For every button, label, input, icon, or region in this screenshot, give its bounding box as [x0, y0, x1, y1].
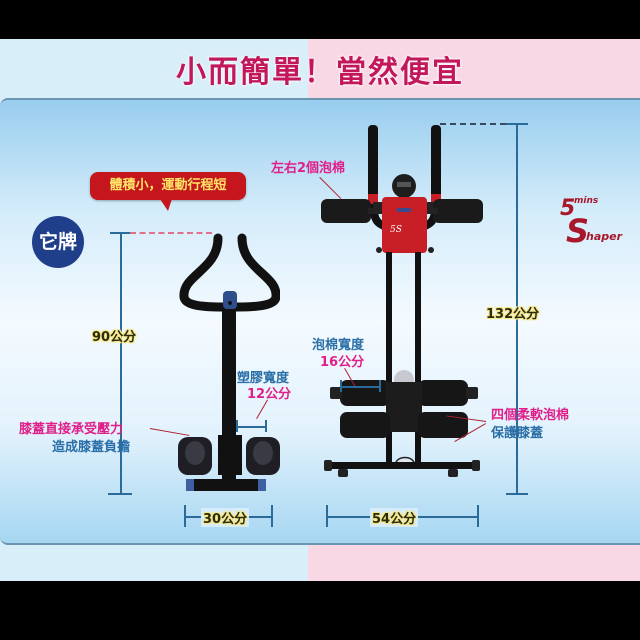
callout-tail [160, 199, 172, 211]
right-height-bottom-tick [506, 493, 528, 495]
right-machine-illustration: 5S [321, 125, 483, 477]
right-feature-line2: 保護膝蓋 [491, 426, 544, 441]
left-height-label: 90公分 [92, 330, 137, 345]
left-pad-width-value: 12公分 [247, 387, 292, 402]
svg-text:5S: 5S [390, 225, 402, 235]
infographic-canvas: 小而簡單！當然便宜 [0, 39, 640, 581]
right-foam-width-tick-right [379, 380, 381, 392]
brand-logo-s: S [566, 212, 590, 250]
left-width-label: 30公分 [201, 508, 250, 527]
callout-bubble: 體積小，運動行程短 [90, 172, 246, 200]
left-height-guide-dashed [130, 232, 212, 234]
right-height-label: 132公分 [486, 307, 540, 322]
right-width-label: 54公分 [370, 508, 419, 527]
left-pad-width-value-wrap: 12公分 [247, 383, 291, 402]
right-feature-line1: 四個柔軟泡棉 [491, 408, 570, 423]
right-width-tick-right [477, 505, 479, 527]
right-foam-width-line [340, 386, 380, 388]
left-machine-illustration [178, 233, 280, 491]
right-foam-width-title: 泡棉寬度 [312, 338, 365, 353]
right-foam-width-value-wrap: 16公分 [320, 351, 364, 370]
brand-logo-rest: haper [586, 230, 623, 243]
right-side-pads-label: 左右2個泡棉 [271, 161, 346, 176]
right-height-line [516, 123, 518, 493]
left-pad-width-title: 塑膠寬度 [237, 371, 290, 386]
left-warning-line1: 膝蓋直接承受壓力 [19, 422, 124, 437]
left-pad-width-tick-right [265, 420, 267, 432]
brand-logo-mins: mins [574, 196, 599, 206]
right-foam-width-value: 16公分 [320, 355, 365, 370]
headline: 小而簡單！當然便宜 [176, 55, 464, 90]
brand-logo-number: 5 [560, 196, 576, 221]
competitor-badge: 它牌 [32, 216, 84, 268]
left-pad-width-line [236, 426, 266, 428]
left-height-bottom-tick [108, 493, 132, 495]
brand-logo: 5 mins S haper [556, 196, 626, 256]
left-width-tick-right [271, 505, 273, 527]
left-warning-line2: 造成膝蓋負擔 [52, 440, 131, 455]
right-height-guide-dashed [440, 123, 506, 125]
left-height-line [120, 232, 122, 494]
